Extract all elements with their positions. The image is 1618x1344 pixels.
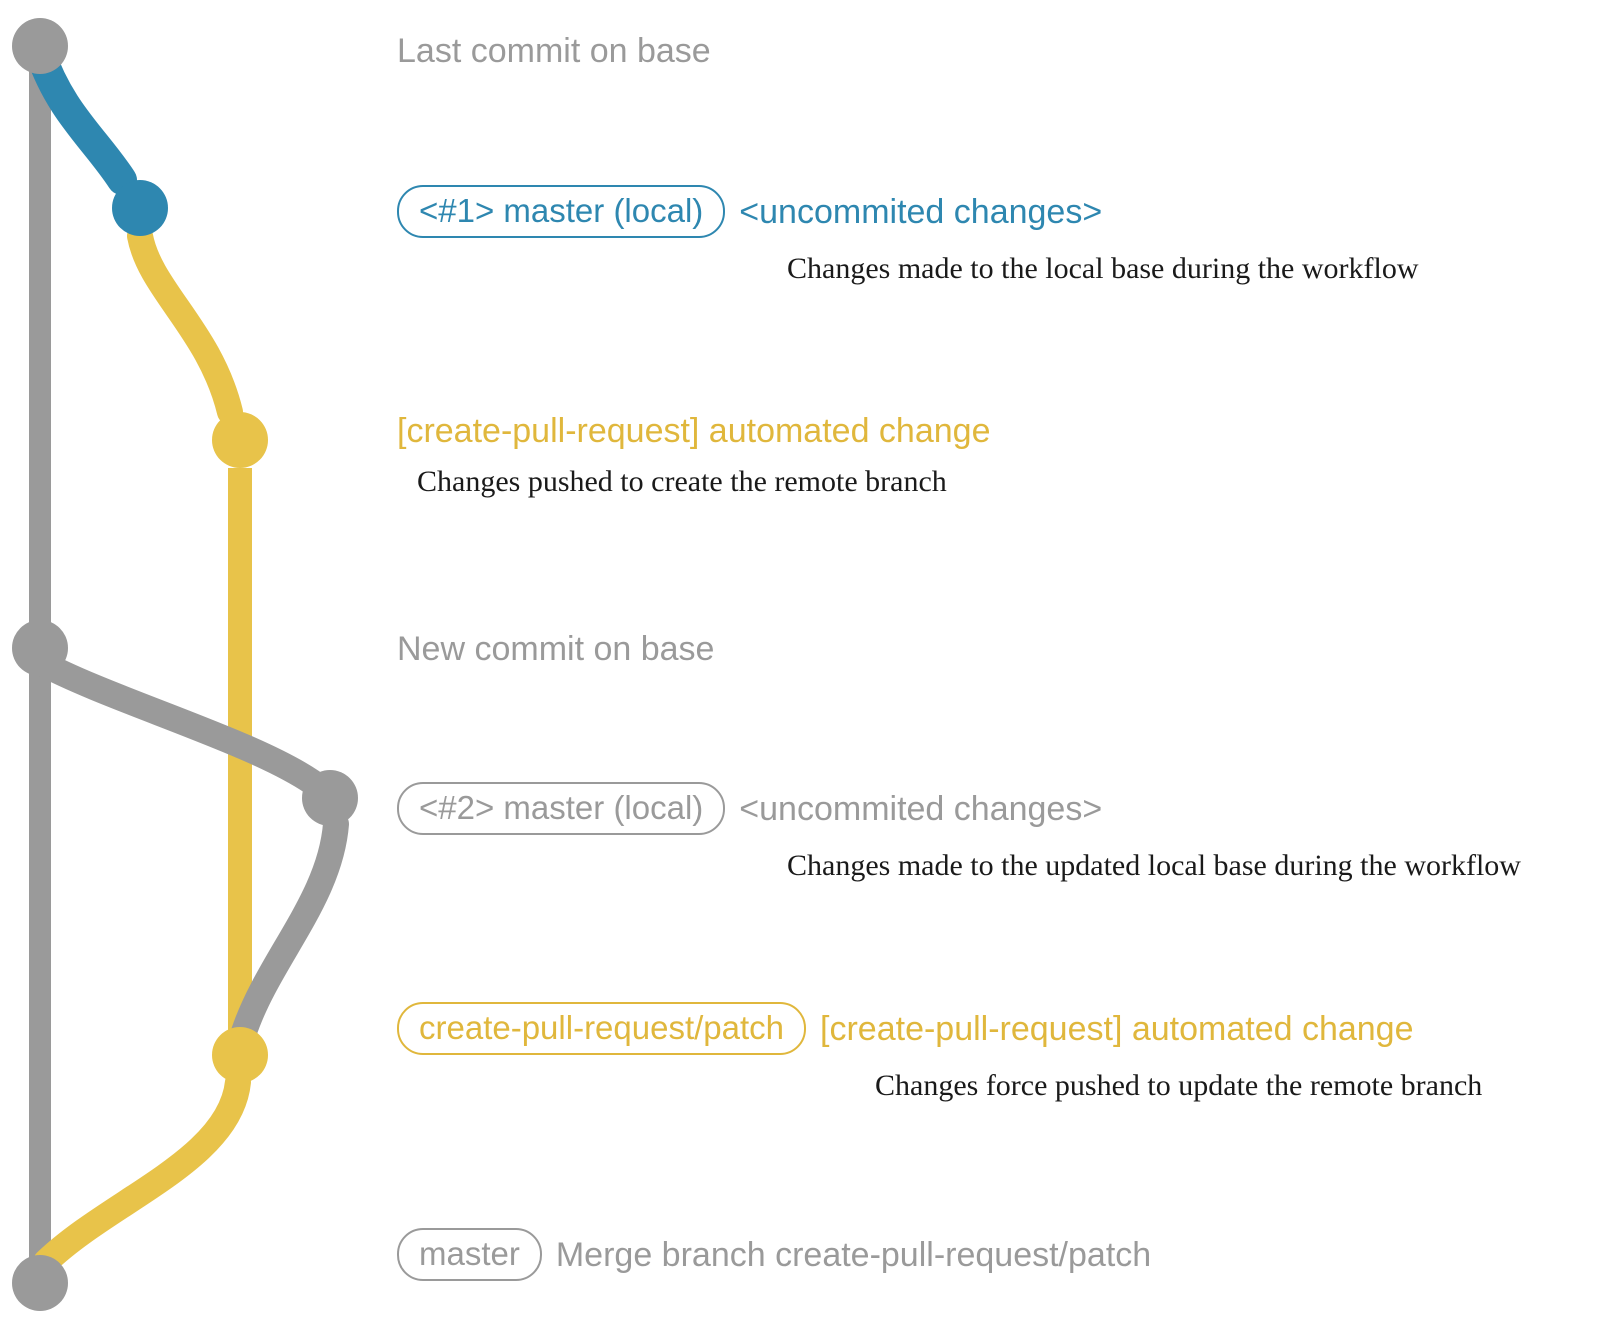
commit-message: Last commit on base <box>397 32 711 70</box>
row-master-local-1: <#1> master (local) <uncommited changes>… <box>397 185 1419 286</box>
row-main: Last commit on base <box>397 32 711 71</box>
row-main: [create-pull-request] automated change <box>397 412 990 451</box>
row-automated-change-1: [create-pull-request] automated change C… <box>397 412 990 499</box>
branch-badge-master-local-1[interactable]: <#1> master (local) <box>397 185 726 238</box>
row-main: master Merge branch create-pull-request/… <box>397 1228 1151 1281</box>
commit-node-patch-2[interactable] <box>212 1027 268 1083</box>
commit-description: Changes pushed to create the remote bran… <box>417 465 947 498</box>
gray-branch-line-to-local2 <box>27 649 325 795</box>
commit-message: New commit on base <box>397 630 715 668</box>
commit-message: Merge branch create-pull-request/patch <box>555 1235 1152 1274</box>
row-main: New commit on base <box>397 630 714 669</box>
commit-message: <uncommited changes> <box>739 192 1103 231</box>
row-automated-change-2: create-pull-request/patch [create-pull-r… <box>397 1002 1482 1103</box>
commit-message: [create-pull-request] automated change <box>397 412 991 450</box>
git-graph <box>12 18 358 1311</box>
commit-node-local-2[interactable] <box>302 770 358 826</box>
commit-description: Changes made to the updated local base d… <box>787 849 1521 882</box>
row-main: <#2> master (local) <uncommited changes> <box>397 782 1102 835</box>
row-master-local-2: <#2> master (local) <uncommited changes>… <box>397 782 1521 883</box>
commit-description: Changes made to the local base during th… <box>787 252 1419 285</box>
yellow-branch-line-upper <box>127 223 243 425</box>
commit-message: <uncommited changes> <box>739 789 1103 828</box>
branch-badge-master[interactable]: master <box>397 1228 542 1281</box>
row-new-commit-on-base: New commit on base <box>397 630 714 669</box>
commit-node-base-last[interactable] <box>12 18 68 74</box>
commit-node-patch-1[interactable] <box>212 412 268 468</box>
commit-node-base-new[interactable] <box>12 620 68 676</box>
commit-description: Changes force pushed to update the remot… <box>875 1069 1483 1102</box>
row-last-commit-on-base: Last commit on base <box>397 32 711 71</box>
branch-badge-master-local-2[interactable]: <#2> master (local) <box>397 782 726 835</box>
yellow-merge-line <box>33 1069 251 1275</box>
commit-node-local-1[interactable] <box>112 180 168 236</box>
row-main: create-pull-request/patch [create-pull-r… <box>397 1002 1414 1055</box>
commit-node-merge[interactable] <box>12 1255 68 1311</box>
row-main: <#1> master (local) <uncommited changes> <box>397 185 1102 238</box>
commit-message: [create-pull-request] automated change <box>820 1009 1414 1048</box>
gray-branch-line-to-patch2 <box>231 811 349 1045</box>
branch-badge-create-pull-request-patch[interactable]: create-pull-request/patch <box>397 1002 807 1055</box>
row-merge-commit: master Merge branch create-pull-request/… <box>397 1228 1151 1281</box>
